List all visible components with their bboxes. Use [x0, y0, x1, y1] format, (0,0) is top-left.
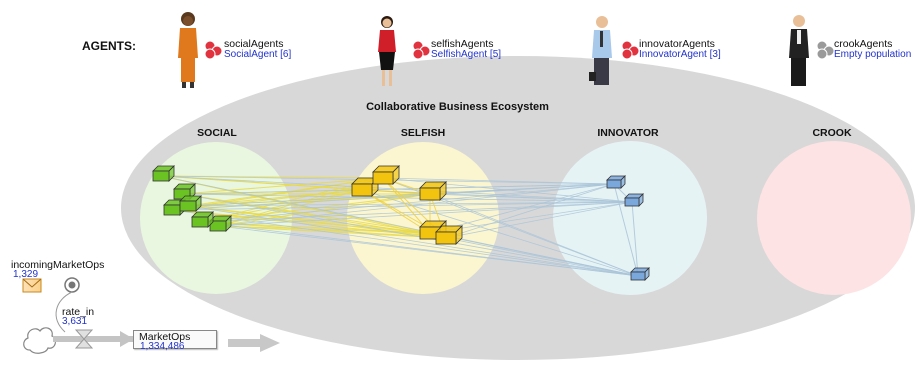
agent-nodes	[152, 165, 650, 281]
population-badge-icon	[816, 40, 835, 60]
incoming-market-ops-label: incomingMarketOps	[11, 259, 105, 271]
rate-in-value: 3,631	[62, 316, 88, 327]
population-name: socialAgents	[224, 38, 284, 50]
population-detail: Empty population	[834, 49, 912, 60]
social-agent-node[interactable]	[209, 215, 232, 232]
agent-link	[445, 183, 615, 239]
innovator-agent-node[interactable]	[606, 175, 626, 189]
population-badge-icon	[204, 40, 223, 60]
agent-link	[217, 225, 431, 234]
agent-link	[429, 201, 633, 234]
market-ops-value: 1,334,486	[140, 341, 185, 352]
agent-link	[199, 201, 633, 223]
population-social[interactable]: socialAgents SocialAgent [6]	[224, 39, 291, 60]
incoming-envelope-icon	[22, 278, 42, 293]
region-label-crook: CROOK	[812, 127, 852, 139]
event-circle-icon	[64, 277, 80, 293]
population-selfish[interactable]: selfishAgents SelfishAgent [5]	[431, 39, 501, 60]
rate-connector	[55, 291, 73, 333]
agent-link	[199, 183, 615, 223]
agent-link	[429, 193, 639, 277]
agent-link	[171, 209, 639, 277]
incoming-market-ops-value: 1,329	[13, 269, 39, 280]
population-badge-icon	[621, 40, 640, 60]
crook-agent-person-icon	[789, 15, 809, 86]
region-crook-circle	[757, 141, 911, 295]
outflow-arrow	[228, 334, 280, 352]
agent-link	[429, 193, 633, 203]
population-detail: SocialAgent [6]	[224, 49, 292, 60]
agent-link	[613, 183, 639, 277]
selfish-agent-node[interactable]	[419, 181, 447, 201]
agents-label: AGENTS:	[82, 39, 136, 53]
agent-link	[445, 237, 639, 277]
social-agent-node[interactable]	[152, 165, 175, 182]
agent-link	[361, 183, 615, 191]
agent-link	[181, 193, 633, 203]
region-label-innovator: INNOVATOR	[597, 127, 659, 139]
market-ops-stock[interactable]	[133, 330, 217, 349]
agent-link	[361, 189, 431, 234]
agent-link	[181, 193, 639, 277]
agent-link	[217, 201, 633, 227]
flow-pipe-arrowhead	[120, 331, 134, 347]
agent-link	[429, 183, 615, 234]
flow-pipe	[53, 336, 133, 342]
agent-link	[445, 201, 633, 239]
selfish-agent-node[interactable]	[372, 165, 400, 185]
flow-valve-icon[interactable]	[74, 329, 94, 349]
social-agent-person-icon	[178, 12, 198, 88]
cloud-source-icon	[23, 327, 57, 354]
social-agent-node[interactable]	[179, 195, 202, 212]
selfish-agent-node[interactable]	[351, 177, 379, 197]
region-label-social: SOCIAL	[197, 127, 237, 139]
agent-link	[382, 177, 431, 234]
agent-link	[187, 205, 447, 239]
region-label-selfish: SELFISH	[400, 127, 446, 139]
region-innovator-circle	[553, 141, 707, 295]
selfish-agent-person-icon	[378, 16, 396, 86]
ecosystem-ellipse	[121, 56, 915, 360]
population-name: crookAgents	[834, 38, 893, 50]
innovator-agent-person-icon	[589, 16, 612, 85]
population-name: innovatorAgents	[639, 38, 715, 50]
agent-link	[361, 189, 639, 277]
agent-link	[217, 183, 615, 227]
agent-link	[187, 205, 639, 277]
population-innovator[interactable]: innovatorAgents InnovatorAgent [3]	[639, 39, 721, 60]
agent-link	[429, 183, 615, 195]
social-agent-node[interactable]	[191, 211, 214, 228]
agent-link	[181, 177, 384, 195]
innovator-agent-node[interactable]	[624, 193, 644, 207]
population-detail: InnovatorAgent [3]	[639, 49, 721, 60]
agent-link	[631, 201, 639, 277]
agent-link	[171, 201, 633, 211]
ecosystem-title: Collaborative Business Ecosystem	[366, 101, 549, 113]
population-name: selfishAgents	[431, 38, 494, 50]
innovator-agent-node[interactable]	[630, 267, 650, 281]
population-crook[interactable]: crookAgents Empty population	[834, 39, 911, 60]
agent-link	[382, 177, 615, 185]
region-selfish-circle	[347, 142, 499, 294]
population-detail: SelfishAgent [5]	[431, 49, 502, 60]
population-badge-icon	[412, 40, 431, 60]
market-ops-label: MarketOps	[139, 331, 191, 343]
rate-in-label: rate_in	[62, 306, 95, 318]
agent-link	[199, 221, 639, 277]
selfish-agent-node[interactable]	[435, 225, 463, 245]
